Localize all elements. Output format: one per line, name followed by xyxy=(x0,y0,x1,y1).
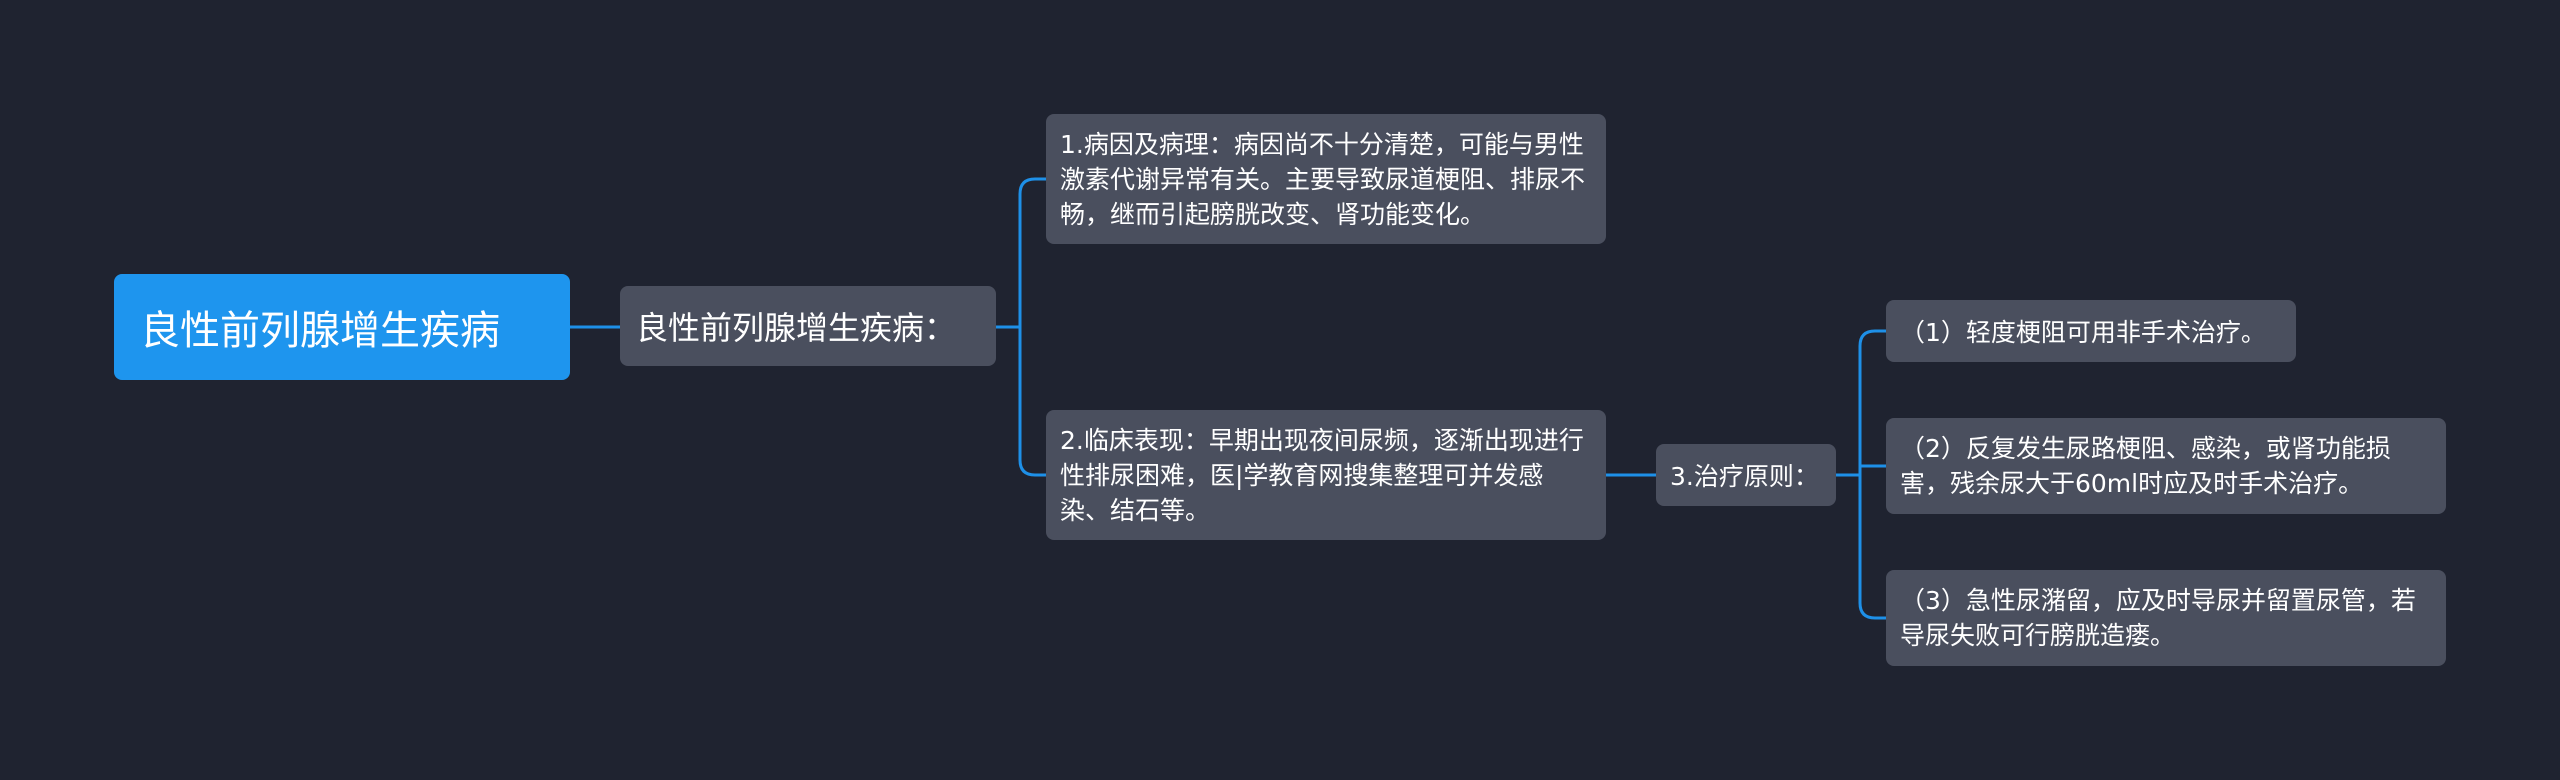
cause-node[interactable]: 1.病因及病理：病因尚不十分清楚，可能与男性激素代谢异常有关。主要导致尿道梗阻、… xyxy=(1046,114,1606,244)
clinical-node-label: 2.临床表现：早期出现夜间尿频，逐渐出现进行性排尿困难，医|学教育网搜集整理可并… xyxy=(1060,425,1584,525)
treatment-item-1-label: （1）轻度梗阻可用非手术治疗。 xyxy=(1900,318,2266,347)
main-topic-label: 良性前列腺增生疾病： xyxy=(636,309,957,347)
root-topic[interactable]: 良性前列腺增生疾病 xyxy=(114,274,570,380)
main-topic[interactable]: 良性前列腺增生疾病： xyxy=(620,286,996,366)
cause-node-label: 1.病因及病理：病因尚不十分清楚，可能与男性激素代谢异常有关。主要导致尿道梗阻、… xyxy=(1060,129,1586,229)
treatment-item-2[interactable]: （2）反复发生尿路梗阻、感染，或肾功能损害，残余尿大于60ml时应及时手术治疗。 xyxy=(1886,418,2446,514)
treatment-item-3-label: （3）急性尿潴留，应及时导尿并留置尿管，若导尿失败可行膀胱造瘘。 xyxy=(1900,586,2416,650)
treatment-node-label: 3.治疗原则： xyxy=(1670,462,1819,491)
treatment-item-1[interactable]: （1）轻度梗阻可用非手术治疗。 xyxy=(1886,300,2296,362)
clinical-node[interactable]: 2.临床表现：早期出现夜间尿频，逐渐出现进行性排尿困难，医|学教育网搜集整理可并… xyxy=(1046,410,1606,540)
connector-treat-branches xyxy=(1836,329,1886,620)
connector-main-branches xyxy=(996,177,1046,477)
treatment-item-2-label: （2）反复发生尿路梗阻、感染，或肾功能损害，残余尿大于60ml时应及时手术治疗。 xyxy=(1900,434,2391,498)
treatment-node[interactable]: 3.治疗原则： xyxy=(1656,444,1836,506)
treatment-item-3[interactable]: （3）急性尿潴留，应及时导尿并留置尿管，若导尿失败可行膀胱造瘘。 xyxy=(1886,570,2446,666)
root-topic-label: 良性前列腺增生疾病 xyxy=(140,308,500,354)
